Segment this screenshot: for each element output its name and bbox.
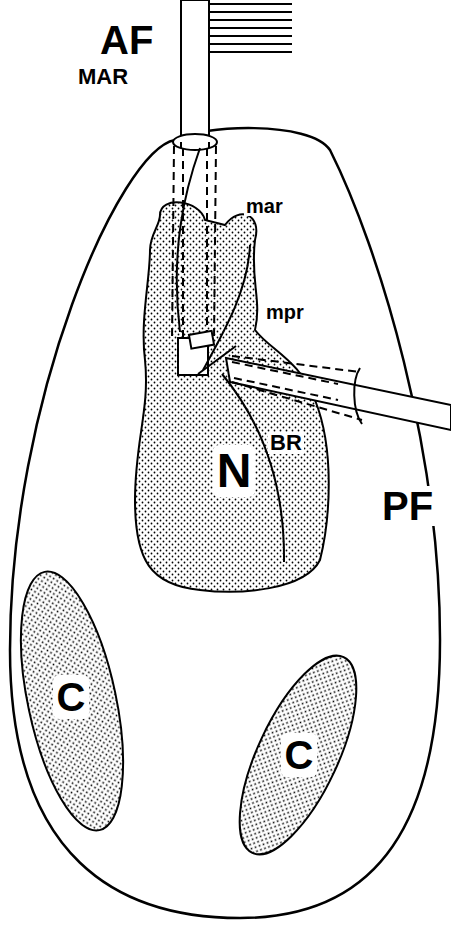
organelle: C xyxy=(15,565,130,837)
organelle-label: N xyxy=(213,445,256,497)
organelle-label: C xyxy=(281,733,318,777)
part-label: MAR xyxy=(76,66,130,88)
organelle-label: C xyxy=(53,675,90,719)
part-label: BR xyxy=(268,432,304,454)
MAR-root xyxy=(177,148,200,332)
part-label: mpr xyxy=(264,302,306,322)
anterior-flagellum xyxy=(181,0,209,142)
organelle: C xyxy=(235,645,362,865)
mar-root xyxy=(203,245,250,370)
BR-root xyxy=(222,374,284,562)
part-label: mar xyxy=(244,196,285,216)
part-label: AF xyxy=(98,20,155,60)
part-label: PF xyxy=(380,486,435,526)
mpr-root xyxy=(198,346,236,374)
